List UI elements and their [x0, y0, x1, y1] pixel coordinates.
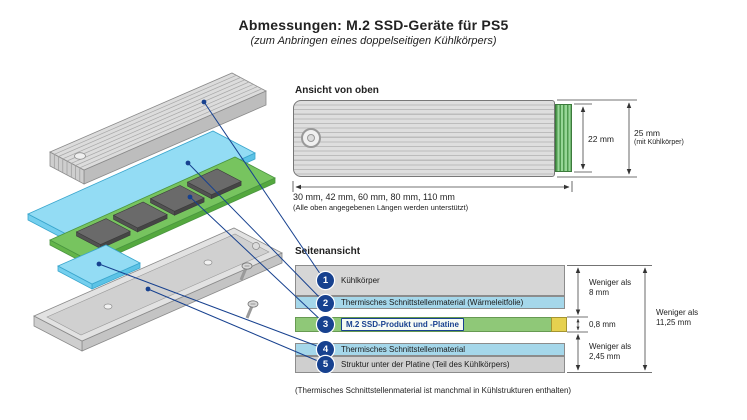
top-view-heading: Ansicht von oben — [295, 85, 379, 96]
exploded-ssd-board-illustration — [49, 156, 276, 267]
callout-anchor-dots — [96, 99, 207, 292]
dim-above-board: Weniger als 8 mm — [589, 278, 632, 297]
mounting-screw-illustration — [239, 262, 259, 319]
exploded-heatsink-illustration — [49, 72, 267, 185]
dim-total-height: Weniger als 11,25 mm — [656, 308, 699, 327]
dim-total-width: 25 mm — [634, 128, 660, 138]
callout-number-2: 2 — [317, 295, 334, 312]
callout-number-5: 5 — [317, 356, 334, 373]
layer-heatsink — [295, 265, 565, 296]
dim-board-thickness: 0,8 mm — [589, 320, 616, 329]
callout-number-1: 1 — [317, 272, 334, 289]
exploded-thermal-sheet-top-illustration — [27, 130, 256, 243]
layer-label-base-structure: Struktur unter der Platine (Teil des Küh… — [341, 360, 510, 369]
page-subtitle: (zum Anbringen eines doppelseitigen Kühl… — [250, 35, 497, 47]
top-view-edge-connector — [555, 104, 572, 172]
callout-leader-lines — [98, 101, 326, 365]
side-view-heading: Seitenansicht — [295, 246, 361, 257]
footnote: (Thermisches Schnittstellenmaterial ist … — [294, 386, 572, 395]
top-view-screw-hole-center — [307, 134, 315, 142]
layer-label-thermal-sheet-top: Thermisches Schnittstellenmaterial (Wärm… — [341, 298, 524, 307]
page-title: Abmessungen: M.2 SSD-Geräte für PS5 — [238, 17, 509, 33]
dim-total-width-note: (mit Kühlkörper) — [634, 139, 684, 146]
dim-below-board: Weniger als 2,45 mm — [589, 342, 632, 361]
exploded-base-structure-illustration — [33, 227, 283, 352]
layer-label-thermal-sheet-bottom: Thermisches Schnittstellenmaterial — [341, 345, 466, 354]
layer-label-ssd-board: M.2 SSD-Produkt und -Platine — [341, 318, 464, 331]
supported-lengths-note: (Alle oben angegebenen Längen werden unt… — [293, 203, 469, 212]
layer-base-structure — [295, 356, 565, 373]
dim-board-width: 22 mm — [588, 134, 614, 144]
callout-number-3: 3 — [317, 316, 334, 333]
supported-lengths: 30 mm, 42 mm, 60 mm, 80 mm, 110 mm — [293, 192, 455, 202]
exploded-thermal-sheet-bottom-illustration — [57, 244, 141, 290]
top-view-heatsink — [293, 100, 555, 177]
layer-connector-tab — [551, 317, 567, 332]
layer-label-heatsink: Kühlkörper — [341, 276, 380, 285]
